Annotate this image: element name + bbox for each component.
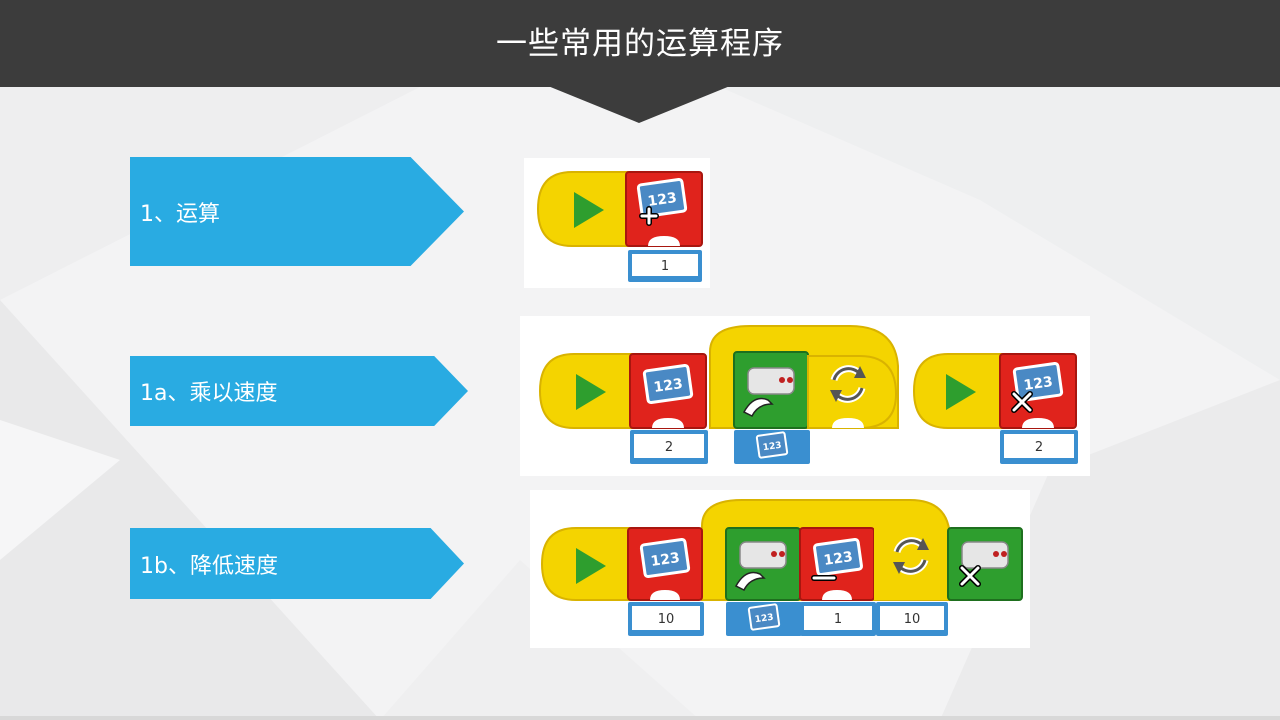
loop-block[interactable] <box>874 528 948 600</box>
loop-block[interactable] <box>807 355 898 429</box>
svg-text:2: 2 <box>1035 440 1043 455</box>
svg-text:10: 10 <box>658 612 675 627</box>
loop-icon <box>893 537 929 575</box>
title-bar <box>0 0 1280 87</box>
play-icon <box>576 548 606 584</box>
number-multiply-block[interactable]: 123 <box>999 353 1077 429</box>
loop-icon <box>830 365 866 403</box>
number-input-value: 1 <box>661 259 669 274</box>
number-input[interactable]: 2 <box>630 430 708 464</box>
number-display-icon: 123 <box>639 537 691 579</box>
row-label-text: 1b、降低速度 <box>140 553 278 579</box>
svg-text:123: 123 <box>754 613 774 626</box>
svg-text:123: 123 <box>1023 374 1054 394</box>
svg-text:123: 123 <box>653 376 684 396</box>
svg-text:2: 2 <box>665 440 673 455</box>
number-multiply-icon: 123 <box>1011 361 1064 413</box>
start-block[interactable] <box>912 353 1009 429</box>
number-plus-icon: 123 <box>636 177 688 226</box>
row-label-text: 1、运算 <box>140 201 220 227</box>
motion-sensor-icon <box>734 541 787 592</box>
number-add-block[interactable]: 123 <box>625 171 703 247</box>
number-minus-icon: 123 <box>811 537 863 581</box>
number-display-icon: 123 <box>642 363 694 405</box>
row-label-arrow-2: 1a、乘以速度 <box>130 356 468 426</box>
play-icon <box>946 374 976 410</box>
motion-sensor-block[interactable] <box>733 351 809 429</box>
motion-sensor-block[interactable] <box>725 527 801 601</box>
program-panel-2: 123 2 123 <box>520 316 1090 476</box>
motion-sensor-icon <box>742 367 795 418</box>
loop-input[interactable]: 10 <box>876 602 948 636</box>
sensor-input[interactable]: 123 <box>734 430 810 464</box>
number-input[interactable]: 1 <box>628 250 702 282</box>
play-icon <box>574 192 604 228</box>
sensor-input[interactable]: 123 <box>726 602 802 636</box>
number-display-icon: 123 <box>747 603 781 631</box>
svg-text:1: 1 <box>834 612 842 627</box>
number-input[interactable]: 10 <box>628 602 704 636</box>
program-panel-1: 123 1 <box>524 158 710 288</box>
svg-text:123: 123 <box>762 441 782 454</box>
page-title: 一些常用的运算程序 <box>496 26 784 62</box>
motor-stop-block[interactable] <box>947 527 1023 601</box>
row-label-text: 1a、乘以速度 <box>140 381 278 406</box>
number-display-icon: 123 <box>755 431 789 459</box>
number-input[interactable]: 1 <box>800 602 876 636</box>
play-icon <box>576 374 606 410</box>
number-set-block[interactable]: 123 <box>627 527 703 601</box>
svg-text:123: 123 <box>823 549 854 569</box>
title-bar-pointer <box>548 86 730 123</box>
start-block[interactable] <box>536 171 633 247</box>
start-block[interactable] <box>540 527 635 601</box>
row-label-arrow-3: 1b、降低速度 <box>130 528 464 599</box>
motor-stop-icon <box>959 541 1009 587</box>
svg-text:10: 10 <box>904 612 921 627</box>
svg-text:123: 123 <box>647 190 678 210</box>
number-subtract-block[interactable]: 123 <box>799 527 875 601</box>
slide-bottom-edge <box>0 716 1280 720</box>
number-set-block[interactable]: 123 <box>629 353 707 429</box>
number-input[interactable]: 2 <box>1000 430 1078 464</box>
svg-text:123: 123 <box>650 550 681 570</box>
program-panel-3: 123 10 123 <box>530 490 1030 648</box>
start-block[interactable] <box>538 353 637 429</box>
row-label-arrow-1: 1、运算 <box>130 157 464 266</box>
